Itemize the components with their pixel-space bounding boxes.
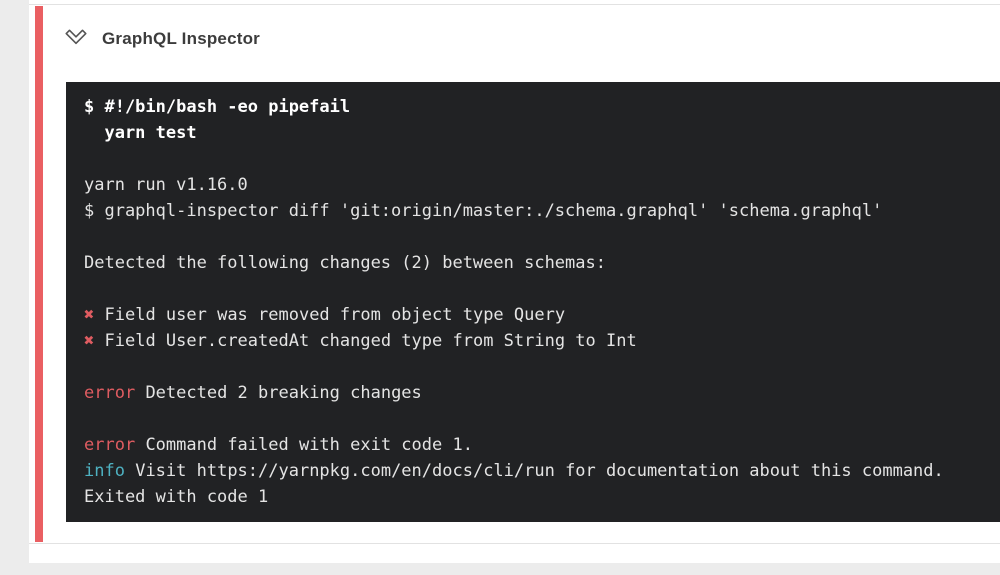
terminal-text: Command failed with exit code 1.	[145, 435, 473, 455]
terminal-text: Field User.createdAt changed type from S…	[104, 331, 637, 351]
terminal-text: $ graphql-inspector diff 'git:origin/mas…	[84, 201, 883, 221]
terminal-line: error Detected 2 breaking changes	[84, 380, 1000, 406]
terminal-output: $ #!/bin/bash -eo pipefail yarn test yar…	[66, 82, 1000, 522]
terminal-text: yarn test	[84, 123, 197, 143]
terminal-line: $ graphql-inspector diff 'git:origin/mas…	[84, 198, 1000, 224]
error-label: error	[84, 383, 136, 403]
terminal-text: Detected 2 breaking changes	[145, 383, 422, 403]
step-header[interactable]: GraphQL Inspector	[63, 23, 260, 55]
terminal-text: Visit https://yarnpkg.com/en/docs/cli/ru…	[135, 461, 944, 481]
info-label: info	[84, 461, 125, 481]
terminal-text: Exited with code 1	[84, 487, 269, 507]
terminal-text: yarn run v1.16.0	[84, 175, 248, 195]
breaking-change-cross-icon: ✖	[84, 331, 95, 351]
error-label: error	[84, 435, 136, 455]
terminal-line	[84, 276, 1000, 302]
terminal-line: yarn test	[84, 120, 1000, 146]
build-step-card: GraphQL Inspector $ #!/bin/bash -eo pipe…	[29, 4, 1000, 544]
terminal-line	[84, 406, 1000, 432]
terminal-line: yarn run v1.16.0	[84, 172, 1000, 198]
terminal-line	[84, 354, 1000, 380]
terminal-text: Field user was removed from object type …	[104, 305, 566, 325]
terminal-line: ✖ Field user was removed from object typ…	[84, 302, 1000, 328]
terminal-line	[84, 146, 1000, 172]
terminal-line: $ #!/bin/bash -eo pipefail	[84, 94, 1000, 120]
breaking-change-cross-icon: ✖	[84, 305, 95, 325]
terminal-line: info Visit https://yarnpkg.com/en/docs/c…	[84, 458, 1000, 484]
step-title: GraphQL Inspector	[102, 29, 261, 48]
terminal-text: Detected the following changes (2) betwe…	[84, 253, 606, 273]
terminal-line: ✖ Field User.createdAt changed type from…	[84, 328, 1000, 354]
terminal-line: error Command failed with exit code 1.	[84, 432, 1000, 458]
build-output-panel: GraphQL Inspector $ #!/bin/bash -eo pipe…	[29, 0, 1000, 563]
terminal-line: Detected the following changes (2) betwe…	[84, 250, 1000, 276]
terminal-text: $ #!/bin/bash -eo pipefail	[84, 97, 351, 117]
failed-step-accent-bar	[35, 6, 43, 542]
double-chevron-down-icon[interactable]	[63, 26, 89, 52]
terminal-line: Exited with code 1	[84, 484, 1000, 510]
terminal-line	[84, 224, 1000, 250]
